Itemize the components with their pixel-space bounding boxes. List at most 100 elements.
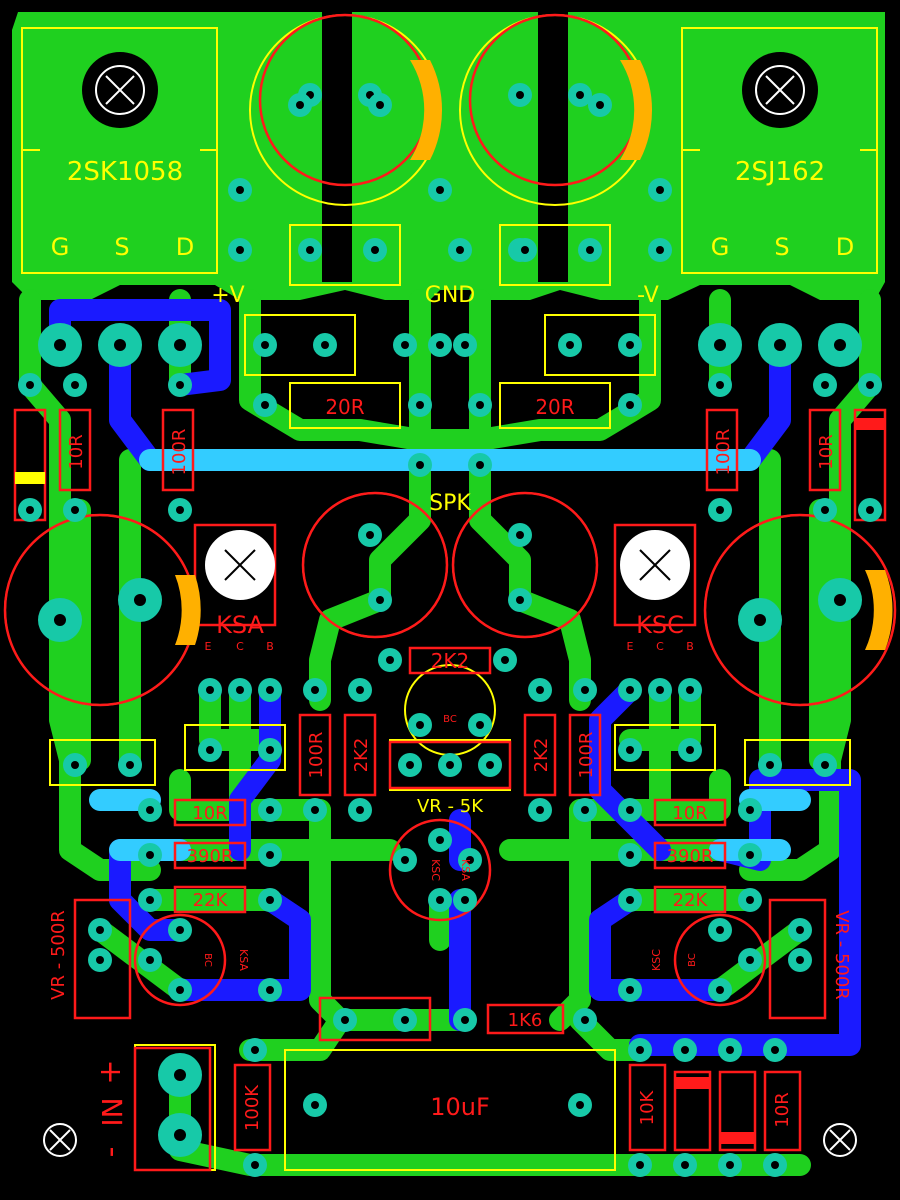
label-2k2-top: 2K2 xyxy=(431,649,470,673)
pad-hole xyxy=(626,851,634,859)
pad-hole xyxy=(796,926,804,934)
label-s-left: S xyxy=(114,233,129,261)
pad-hole xyxy=(714,339,726,351)
label-in: IN xyxy=(96,1097,129,1126)
label-22k-left: 22K xyxy=(193,890,229,911)
pad-hole xyxy=(536,806,544,814)
pad-hole xyxy=(296,101,304,109)
label-ksc-small-right: KSC xyxy=(650,949,663,971)
pad-hole xyxy=(456,246,464,254)
pad-hole xyxy=(436,836,444,844)
label-ksa-small-left: KSA xyxy=(237,949,250,971)
pad-hole xyxy=(146,806,154,814)
label-e-right: E xyxy=(627,640,634,653)
pad-hole xyxy=(516,596,524,604)
pad-hole xyxy=(176,381,184,389)
pad-hole xyxy=(581,1016,589,1024)
pad-hole xyxy=(771,1046,779,1054)
pad-hole xyxy=(866,506,874,514)
pad-hole xyxy=(401,1016,409,1024)
pad-hole xyxy=(501,656,509,664)
label-spk: SPK xyxy=(429,491,471,516)
pad-hole xyxy=(656,686,664,694)
pad-hole xyxy=(206,686,214,694)
pad-hole xyxy=(26,506,34,514)
pad-hole xyxy=(586,246,594,254)
pad-hole xyxy=(436,186,444,194)
copper-top-pour xyxy=(12,12,885,300)
pad-hole xyxy=(176,926,184,934)
pad-hole xyxy=(341,1016,349,1024)
pad-hole xyxy=(401,341,409,349)
pad-hole xyxy=(581,806,589,814)
pad-hole xyxy=(626,686,634,694)
pads xyxy=(18,83,882,1177)
label-vr5k: VR - 5K xyxy=(417,796,484,817)
label-2k2-mid-left: 2K2 xyxy=(351,738,372,773)
label-r10-right: 10R xyxy=(816,434,837,469)
pad-hole xyxy=(521,246,529,254)
pad-hole xyxy=(54,614,66,626)
pad-hole xyxy=(236,246,244,254)
pad-hole xyxy=(96,956,104,964)
label-22k-right: 22K xyxy=(673,890,709,911)
pad-hole xyxy=(754,614,766,626)
pad-hole xyxy=(311,686,319,694)
label-g-left: G xyxy=(51,233,70,261)
pad-hole xyxy=(321,341,329,349)
pad-hole xyxy=(821,761,829,769)
pad-hole xyxy=(356,806,364,814)
pad-hole xyxy=(566,341,574,349)
pad-hole xyxy=(266,986,274,994)
gnd-slot-left xyxy=(322,12,352,282)
label-q-right: 2SJ162 xyxy=(735,157,825,187)
pad-hole xyxy=(461,896,469,904)
pad-hole xyxy=(726,1161,734,1169)
pad-hole xyxy=(626,806,634,814)
pad-hole xyxy=(446,761,454,769)
pad-hole xyxy=(266,806,274,814)
label-100k: 100K xyxy=(242,1084,263,1131)
pad-hole xyxy=(356,686,364,694)
pad-hole xyxy=(626,746,634,754)
pad-hole xyxy=(26,381,34,389)
pad-hole xyxy=(146,851,154,859)
pad-hole xyxy=(766,761,774,769)
pad-hole xyxy=(176,986,184,994)
pad-hole xyxy=(626,986,634,994)
label-bc-small-right: BC xyxy=(687,953,698,967)
pad-hole xyxy=(261,341,269,349)
silk-labels: 2SK1058 2SJ162 G S D G S D +V -V GND SPK… xyxy=(48,157,854,1157)
pad-hole xyxy=(261,401,269,409)
pad-hole xyxy=(636,1161,644,1169)
label-r20-right: 20R xyxy=(535,395,574,419)
label-r100-right: 100R xyxy=(713,429,734,476)
pad-hole xyxy=(746,956,754,964)
label-390r-right: 390R xyxy=(667,846,714,867)
pad-hole xyxy=(656,246,664,254)
label-ksc: KSC xyxy=(636,611,684,639)
pad-hole xyxy=(716,506,724,514)
pad-hole xyxy=(681,1161,689,1169)
label-10k: 10K xyxy=(637,1089,658,1125)
pad-hole xyxy=(461,1016,469,1024)
pad-hole xyxy=(266,896,274,904)
pad-hole xyxy=(686,686,694,694)
pad-hole xyxy=(146,956,154,964)
pad-hole xyxy=(746,806,754,814)
label-vr500-right: VR - 500R xyxy=(831,910,852,1000)
pad-hole xyxy=(716,926,724,934)
pad-hole xyxy=(466,856,474,864)
pad-hole xyxy=(476,401,484,409)
pad-hole xyxy=(416,401,424,409)
label-d-left: D xyxy=(176,233,194,261)
pad-hole xyxy=(416,461,424,469)
mounting-holes xyxy=(43,52,857,1157)
pad-hole xyxy=(146,896,154,904)
pad-hole xyxy=(401,856,409,864)
pad-hole xyxy=(716,381,724,389)
pad-hole xyxy=(656,186,664,194)
pad-hole xyxy=(371,246,379,254)
pad-hole xyxy=(746,851,754,859)
pad-hole xyxy=(176,506,184,514)
